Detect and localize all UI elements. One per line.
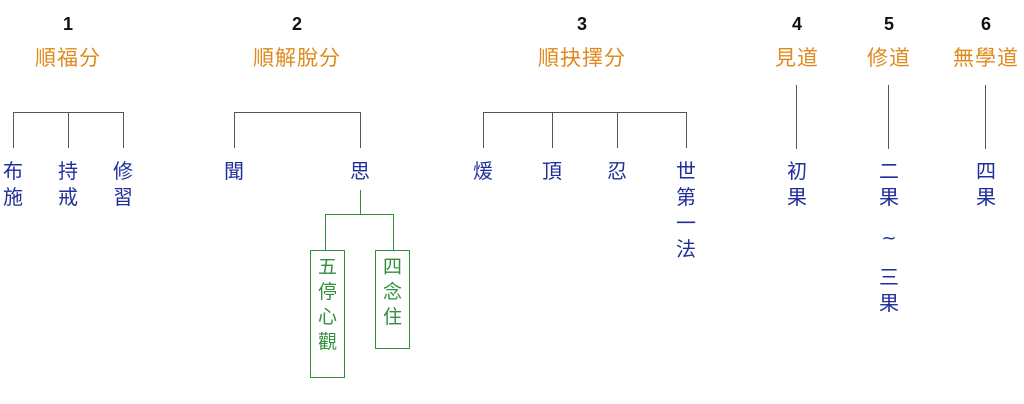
stage-5-range-mark: ~ bbox=[881, 228, 897, 249]
stage-2-sub-child-1-box: 五停心觀 bbox=[310, 250, 345, 378]
stage-2-branch-bar bbox=[234, 112, 361, 113]
stage-2-connector bbox=[360, 112, 361, 148]
stage-1-number: 1 bbox=[62, 14, 74, 34]
stage-4-title: 見道 bbox=[775, 46, 819, 70]
stage-3-child-4: 世第一法 bbox=[676, 159, 696, 261]
stage-2-connector bbox=[234, 112, 235, 148]
stage-5-child-1: 二果 bbox=[879, 159, 899, 209]
stage-4-number: 4 bbox=[791, 14, 803, 34]
stage-2-title: 順解脫分 bbox=[253, 46, 341, 70]
stage-3-child-1: 煖 bbox=[473, 159, 493, 183]
stage-1-connector bbox=[13, 112, 14, 148]
stage-6-connector bbox=[985, 85, 986, 149]
stage-1-connector bbox=[123, 112, 124, 148]
stage-6-title: 無學道 bbox=[953, 46, 1019, 70]
stage-2-sub-connector bbox=[325, 214, 326, 250]
stage-2-sub-child-2: 四念住 bbox=[382, 256, 402, 328]
stage-4-connector bbox=[796, 85, 797, 149]
stage-1-child-2: 持戒 bbox=[58, 159, 78, 209]
stage-3-connector bbox=[686, 112, 687, 148]
stage-1-child-3: 修習 bbox=[113, 159, 133, 209]
stage-3-child-3: 忍 bbox=[607, 159, 627, 183]
stage-3-child-2: 頂 bbox=[542, 159, 562, 183]
stage-4-child-1: 初果 bbox=[787, 159, 807, 209]
stage-2-sub-connector bbox=[393, 214, 394, 250]
stage-2-sub-branch-bar bbox=[325, 214, 394, 215]
stage-3-connector bbox=[552, 112, 553, 148]
stage-2-sub-child-1: 五停心觀 bbox=[317, 256, 337, 353]
stage-2-sub-connector bbox=[360, 190, 361, 215]
stage-2-child-2: 思 bbox=[350, 159, 370, 183]
stage-2-child-1: 聞 bbox=[224, 159, 244, 183]
stage-1-child-1: 布施 bbox=[3, 159, 23, 209]
stage-5-title: 修道 bbox=[867, 46, 911, 70]
stage-6-number: 6 bbox=[980, 14, 992, 34]
stage-3-connector bbox=[483, 112, 484, 148]
stage-3-branch-bar bbox=[483, 112, 687, 113]
stage-2-number: 2 bbox=[291, 14, 303, 34]
stage-5-child-2: 三果 bbox=[879, 265, 899, 315]
stage-3-title: 順抉擇分 bbox=[538, 46, 626, 70]
stage-3-number: 3 bbox=[576, 14, 588, 34]
stage-5-connector bbox=[888, 85, 889, 149]
stage-2-sub-child-2-box: 四念住 bbox=[375, 250, 410, 349]
stage-6-child-1: 四果 bbox=[976, 159, 996, 209]
stage-1-connector bbox=[68, 112, 69, 148]
stage-1-title: 順福分 bbox=[35, 46, 101, 70]
stage-5-number: 5 bbox=[883, 14, 895, 34]
stage-3-connector bbox=[617, 112, 618, 148]
